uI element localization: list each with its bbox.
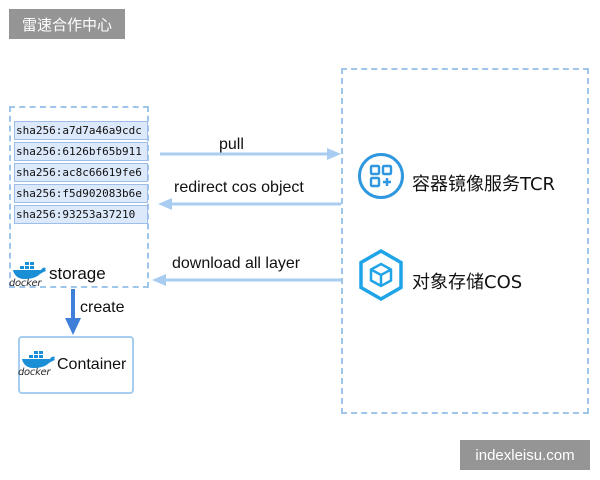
docker-logo: docker xyxy=(9,260,49,290)
image-layer: sha256:f5d902083b6e xyxy=(14,184,148,203)
pull-arrow xyxy=(160,148,341,160)
cube-hexagon-icon xyxy=(359,248,403,302)
docker-logo: docker xyxy=(18,349,58,379)
pull-label: pull xyxy=(219,136,244,153)
container-label: Container xyxy=(57,356,127,373)
grid-apps-icon xyxy=(358,153,404,199)
create-label: create xyxy=(80,299,125,316)
image-layer: sha256:6126bf65b911 xyxy=(14,142,148,161)
docker-wordmark: docker xyxy=(9,278,42,289)
cloud-services-box xyxy=(341,68,589,414)
image-layer: sha256:93253a37210 xyxy=(14,205,148,224)
image-layer-list: sha256:a7d7a46a9cdc sha256:6126bf65b911 … xyxy=(14,121,148,226)
docker-whale-icon xyxy=(13,262,46,279)
tcr-label: 容器镜像服务TCR xyxy=(412,174,556,195)
docker-whale-icon xyxy=(22,351,55,368)
redirect-arrow xyxy=(158,198,341,210)
docker-wordmark: docker xyxy=(18,367,51,378)
download-arrow xyxy=(152,274,341,286)
cos-label: 对象存储COS xyxy=(412,272,523,293)
docker-host-box xyxy=(9,106,149,288)
storage-label: storage xyxy=(49,264,106,283)
watermark-tag: indexleisu.com xyxy=(460,440,590,470)
create-arrow xyxy=(65,289,81,335)
container-box xyxy=(18,336,134,394)
brand-tag: 雷速合作中心 xyxy=(9,9,125,39)
download-label: download all layer xyxy=(172,255,301,272)
image-layer: sha256:ac8c66619fe6 xyxy=(14,163,148,182)
redirect-label: redirect cos object xyxy=(174,179,304,196)
image-layer: sha256:a7d7a46a9cdc xyxy=(14,121,148,140)
